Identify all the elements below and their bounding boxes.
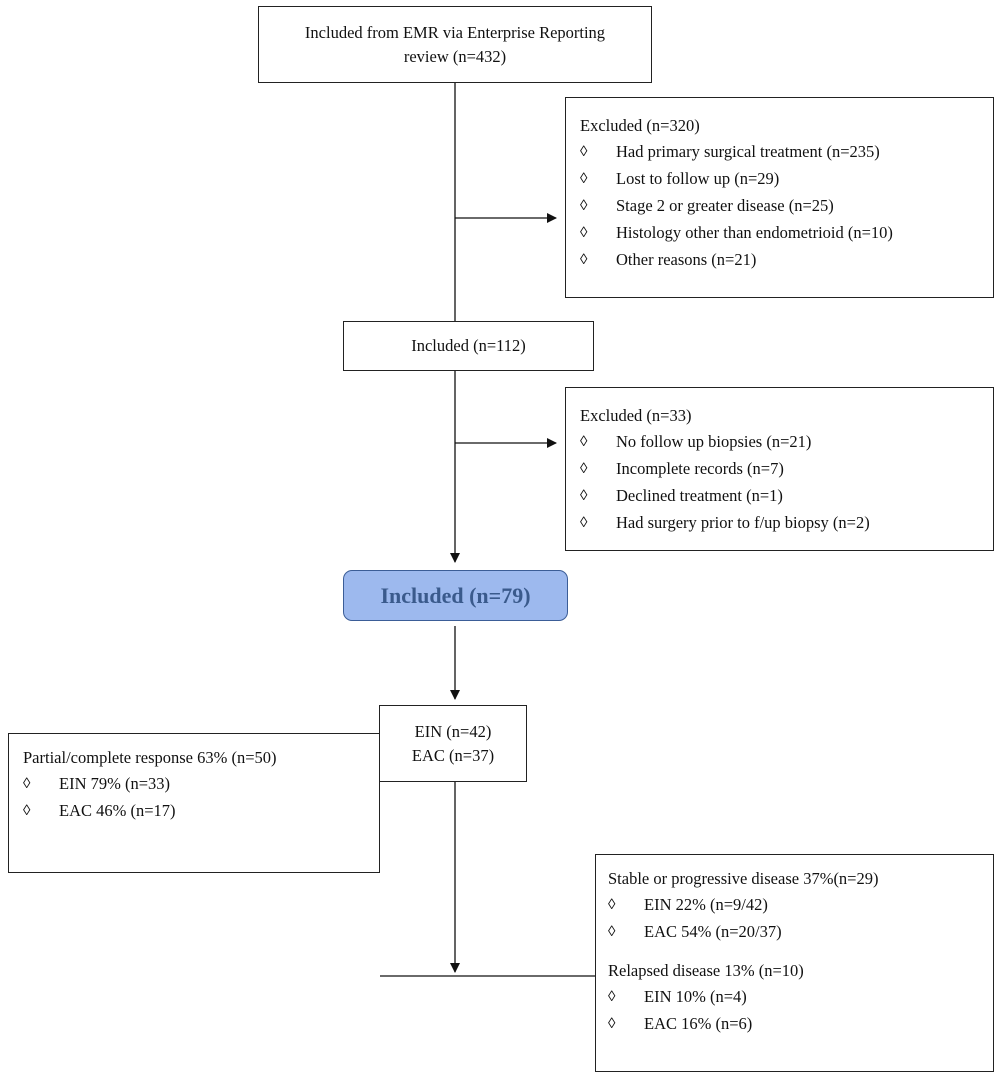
top-box-line2: review (n=432) <box>403 46 507 66</box>
excluded-2-item: ◊Incomplete records (n=7) <box>580 455 993 482</box>
excluded-2-item: ◊No follow up biopsies (n=21) <box>580 428 993 455</box>
included-79-label: Included (n=79) <box>380 582 531 608</box>
excluded-2-item: ◊Declined treatment (n=1) <box>580 482 993 509</box>
groups-line2: EAC (n=37) <box>411 745 495 765</box>
response-item: ◊EIN 79% (n=33) <box>23 770 379 797</box>
diamond-bullet-icon: ◊ <box>580 224 588 241</box>
relapse-item: ◊EIN 10% (n=4) <box>608 983 993 1010</box>
relapse-title: Relapsed disease 13% (n=10) <box>608 961 804 980</box>
excluded-2-title: Excluded (n=33) <box>580 406 692 425</box>
stable-relapse-box: Stable or progressive disease 37%(n=29) … <box>595 854 994 1072</box>
diamond-bullet-icon: ◊ <box>580 514 588 531</box>
diamond-bullet-icon: ◊ <box>580 460 588 477</box>
diamond-bullet-icon: ◊ <box>580 143 588 160</box>
diamond-bullet-icon: ◊ <box>580 170 588 187</box>
response-item: ◊EAC 46% (n=17) <box>23 797 379 824</box>
groups-box: EIN (n=42) EAC (n=37) <box>379 705 527 782</box>
diamond-bullet-icon: ◊ <box>608 1015 616 1032</box>
diamond-bullet-icon: ◊ <box>608 988 616 1005</box>
included-79-box: Included (n=79) <box>343 570 568 621</box>
stable-item: ◊EAC 54% (n=20/37) <box>608 918 993 945</box>
diamond-bullet-icon: ◊ <box>608 896 616 913</box>
diamond-bullet-icon: ◊ <box>580 197 588 214</box>
diamond-bullet-icon: ◊ <box>23 775 31 792</box>
excluded-2-item: ◊Had surgery prior to f/up biopsy (n=2) <box>580 509 993 536</box>
excluded-1-item: ◊Histology other than endometrioid (n=10… <box>580 219 993 246</box>
groups-line1: EIN (n=42) <box>414 721 492 741</box>
excluded-1-title: Excluded (n=320) <box>580 116 700 135</box>
excluded-1-item: ◊Lost to follow up (n=29) <box>580 165 993 192</box>
excluded-1-item: ◊Stage 2 or greater disease (n=25) <box>580 192 993 219</box>
included-112-box: Included (n=112) <box>343 321 594 371</box>
diamond-bullet-icon: ◊ <box>580 433 588 450</box>
response-title: Partial/complete response 63% (n=50) <box>23 748 277 767</box>
response-box: Partial/complete response 63% (n=50) ◊EI… <box>8 733 380 873</box>
diamond-bullet-icon: ◊ <box>580 487 588 504</box>
relapse-item: ◊EAC 16% (n=6) <box>608 1010 993 1037</box>
diamond-bullet-icon: ◊ <box>580 251 588 268</box>
excluded-box-2: Excluded (n=33) ◊No follow up biopsies (… <box>565 387 994 551</box>
stable-title: Stable or progressive disease 37%(n=29) <box>608 869 879 888</box>
excluded-1-item: ◊Had primary surgical treatment (n=235) <box>580 138 993 165</box>
top-included-box: Included from EMR via Enterprise Reporti… <box>258 6 652 83</box>
excluded-box-1: Excluded (n=320) ◊Had primary surgical t… <box>565 97 994 298</box>
excluded-1-item: ◊Other reasons (n=21) <box>580 246 993 273</box>
stable-item: ◊EIN 22% (n=9/42) <box>608 891 993 918</box>
diamond-bullet-icon: ◊ <box>23 802 31 819</box>
diamond-bullet-icon: ◊ <box>608 923 616 940</box>
top-box-line1: Included from EMR via Enterprise Reporti… <box>304 22 606 42</box>
included-112-label: Included (n=112) <box>411 336 526 355</box>
